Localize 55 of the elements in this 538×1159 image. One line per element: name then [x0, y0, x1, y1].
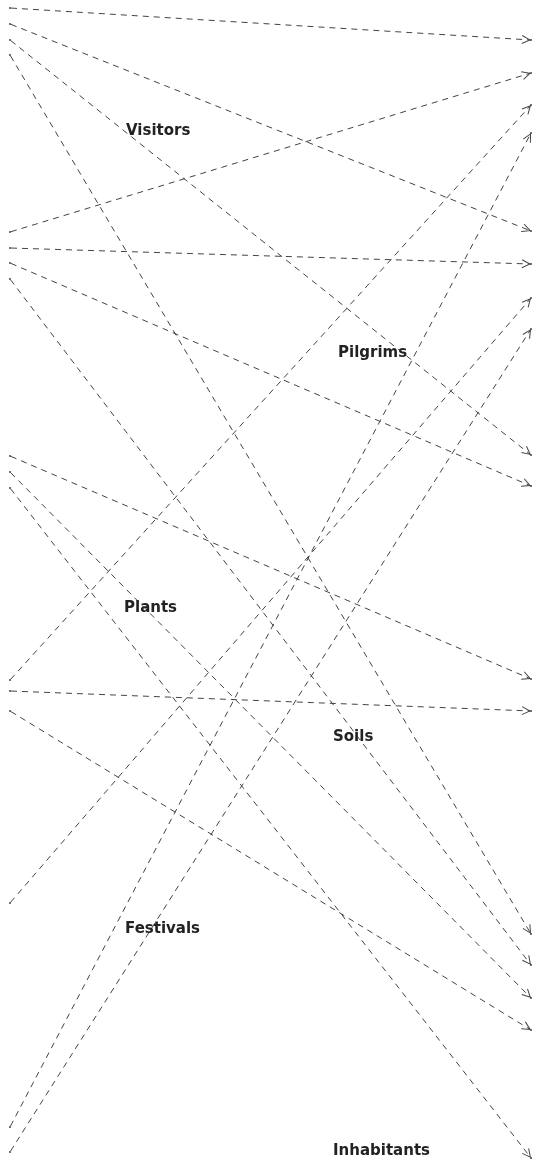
dashed-arrow [10, 472, 531, 998]
line-end-point [530, 678, 532, 680]
line-end-point [9, 278, 11, 280]
line-end-point [9, 247, 11, 249]
line-end-point [9, 710, 11, 712]
line-end-point [9, 7, 11, 9]
line-end-point [530, 997, 532, 999]
line-end-point [530, 297, 532, 299]
line-end-point [530, 1157, 532, 1159]
line-end-point [530, 39, 532, 41]
line-end-point [9, 231, 11, 233]
line-end-point [9, 1126, 11, 1128]
dashed-arrow [10, 71, 531, 233]
line-end-point [9, 690, 11, 692]
dashed-arrow [10, 105, 531, 680]
line-end-point [9, 487, 11, 489]
line-end-point [530, 485, 532, 487]
line-end-point [530, 964, 532, 966]
dashed-arrow [10, 488, 531, 1158]
dashed-arrow [10, 329, 531, 1152]
category-label: Pilgrims [338, 343, 408, 361]
line-end-point [530, 230, 532, 232]
category-label: Visitors [126, 121, 191, 139]
dashed-arrow [9, 133, 532, 1127]
dashed-arrow [10, 690, 531, 716]
line-end-point [9, 902, 11, 904]
dashed-arrow [10, 247, 531, 269]
line-end-point [530, 328, 532, 330]
line-end-point [9, 23, 11, 25]
line-end-point [9, 471, 11, 473]
line-end-point [530, 132, 532, 134]
dashed-arrow [10, 711, 531, 1030]
dashed-arrow [10, 455, 531, 680]
line-end-point [530, 263, 532, 265]
line-end-point [530, 454, 532, 456]
category-label: Soils [333, 727, 374, 745]
line-end-point [9, 54, 11, 56]
line-end-point [9, 679, 11, 681]
category-label: Plants [124, 598, 178, 616]
dashed-arrow [10, 262, 531, 487]
line-end-point [9, 1151, 11, 1153]
dashed-arrow [10, 23, 531, 232]
line-end-point [9, 39, 11, 41]
line-end-point [530, 933, 532, 935]
dashed-arrow [10, 55, 531, 934]
line-end-point [9, 455, 11, 457]
category-label: Festivals [125, 919, 201, 937]
line-end-point [530, 1029, 532, 1031]
line-end-point [530, 72, 532, 74]
line-end-point [530, 710, 532, 712]
dashed-arrow [10, 40, 531, 455]
category-label: Inhabitants [333, 1141, 430, 1159]
line-end-point [9, 262, 11, 264]
dashed-arrow [10, 7, 531, 44]
line-end-point [530, 104, 532, 106]
